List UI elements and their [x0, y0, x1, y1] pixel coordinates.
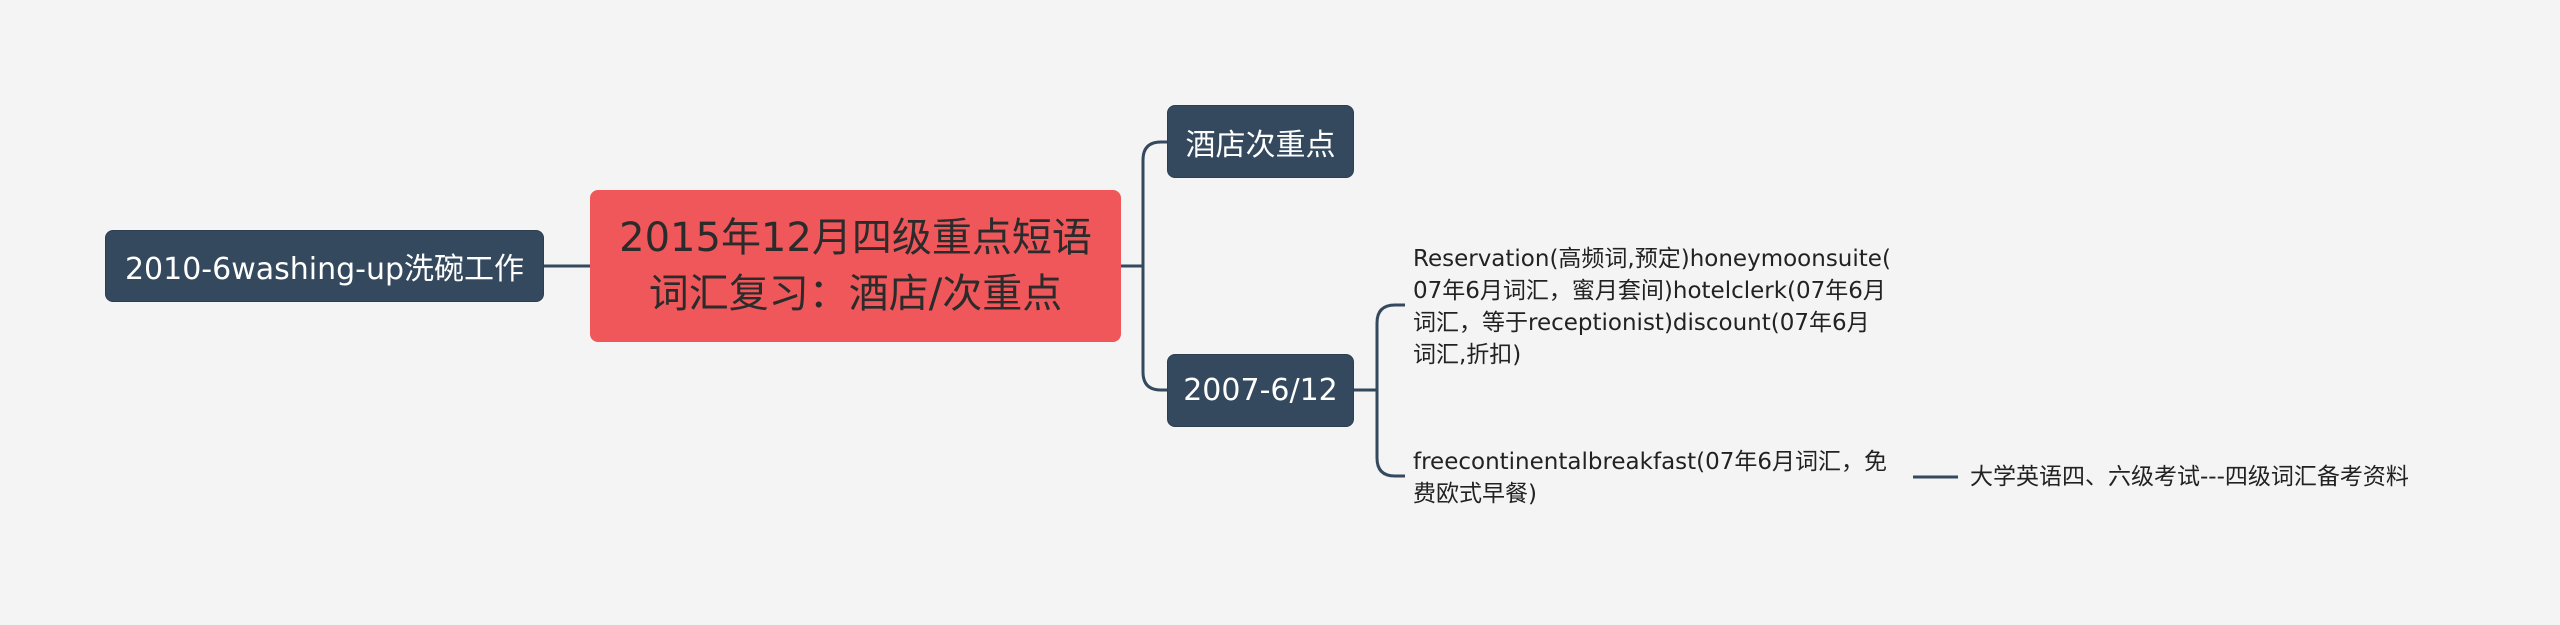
connector-branch-bottom	[1141, 266, 1167, 392]
right-topic-hotel-label: 酒店次重点	[1185, 127, 1336, 163]
right-topic-date[interactable]: 2007-6/12	[1167, 354, 1354, 427]
connector-leaf-2	[1375, 390, 1405, 478]
central-topic-node[interactable]: 2015年12月四级重点短语 词汇复习：酒店/次重点	[590, 190, 1121, 342]
right-topic-date-label: 2007-6/12	[1183, 373, 1338, 408]
connector-branch-top	[1141, 140, 1167, 266]
leaf-source[interactable]: 大学英语四、六级考试---四级词汇备考资料	[1970, 464, 2409, 490]
left-topic-label: 2010-6washing-up洗碗工作	[124, 252, 525, 287]
leaf-vocabulary-1[interactable]: Reservation(高频词,预定)honeymoonsuite( 07年6月…	[1413, 246, 1891, 368]
leaf-vocabulary-2[interactable]: freecontinentalbreakfast(07年6月词汇，免 费欧式早餐…	[1413, 449, 1888, 507]
right-topic-hotel[interactable]: 酒店次重点	[1167, 105, 1354, 178]
central-topic-label: 2015年12月四级重点短语 词汇复习：酒店/次重点	[619, 215, 1092, 317]
left-topic-node[interactable]: 2010-6washing-up洗碗工作	[105, 230, 544, 302]
connector-leaf-1	[1375, 303, 1405, 390]
